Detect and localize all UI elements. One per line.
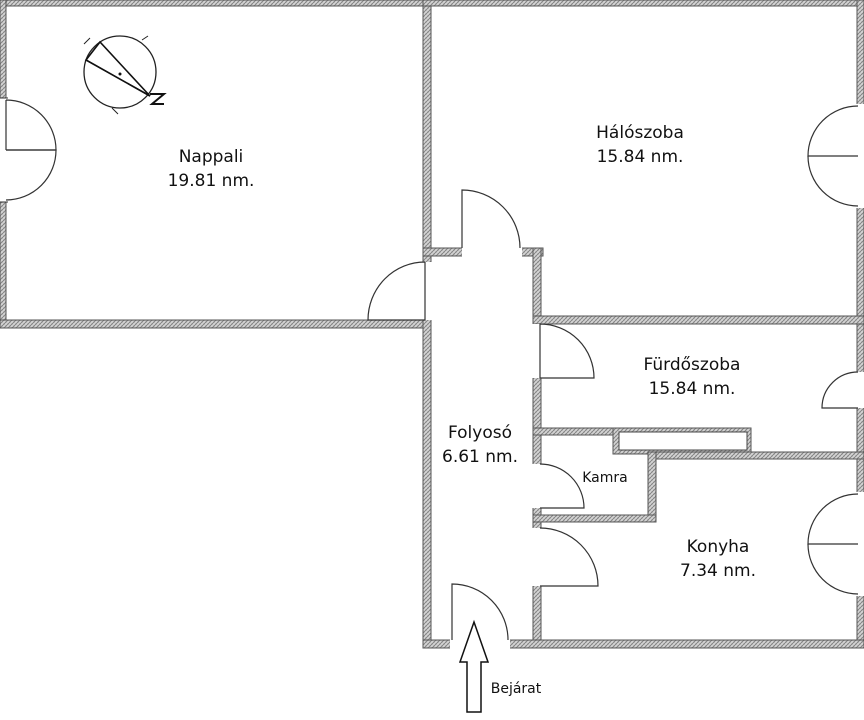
wall-bottom [422, 639, 864, 649]
wall-nappali-right [422, 0, 432, 649]
wall-nappali-top [0, 0, 431, 7]
room-furdoszoba-name: Fürdőszoba [644, 355, 741, 375]
furdo-door-leaf[interactable] [539, 323, 595, 379]
furdo-door-gap [532, 324, 542, 378]
room-konyha-name: Konyha [687, 537, 750, 557]
konyha-window-leaf-top[interactable] [807, 493, 859, 545]
entrance-door-leaf[interactable] [451, 583, 509, 641]
wall-kamra-top [532, 427, 616, 436]
wall-folyoso-right [532, 247, 542, 649]
konyha-window-leaf-bottom[interactable] [807, 543, 859, 595]
north-compass-icon [83, 35, 167, 115]
haloszoba-window-leaf-top[interactable] [807, 105, 859, 157]
wall-konyha-top [647, 451, 864, 460]
room-folyoso-area: 6.61 nm. [442, 447, 518, 467]
room-nappali-area: 19.81 nm. [168, 171, 255, 191]
haloszoba-door-gap [462, 247, 522, 257]
room-nappali-name: Nappali [179, 147, 244, 167]
wall-kamra-bottom [532, 514, 657, 523]
konyha-door-gap [532, 528, 542, 586]
room-labels: Nappali 19.81 nm. Hálószoba 15.84 nm. Fü… [168, 123, 756, 697]
room-haloszoba-name: Hálószoba [596, 123, 684, 143]
wall-nappali-bottom [0, 319, 431, 329]
room-furdoszoba-area: 15.84 nm. [649, 379, 736, 399]
nappali-window-gap [0, 98, 8, 202]
wall-kamra-right [647, 451, 657, 523]
konyha-door-leaf[interactable] [539, 527, 599, 587]
room-folyoso-name: Folyosó [448, 423, 512, 443]
room-konyha-area: 7.34 nm. [680, 561, 756, 581]
bath-niche [618, 431, 748, 451]
haloszoba-window-gap [856, 104, 864, 208]
konyha-window-gap [856, 492, 864, 596]
room-kamra-name: Kamra [582, 470, 628, 486]
wall-haloszoba-top [422, 0, 864, 7]
nappali-window-leaf-bottom[interactable] [5, 149, 57, 201]
furdo-window-leaf[interactable] [821, 371, 859, 409]
furdo-window-gap [856, 372, 864, 408]
nappali-door-gap [422, 262, 432, 320]
kamra-door-gap [532, 464, 542, 508]
nappali-window-leaf-top[interactable] [5, 99, 57, 151]
entrance-arrow-icon [458, 619, 490, 713]
haloszoba-window-leaf-bottom[interactable] [807, 155, 859, 207]
kamra-door-leaf[interactable] [539, 463, 585, 509]
wall-haloszoba-bottom [532, 315, 864, 325]
haloszoba-door-leaf[interactable] [461, 189, 521, 249]
room-haloszoba-area: 15.84 nm. [597, 147, 684, 167]
openings [0, 97, 864, 650]
nappali-door-leaf[interactable] [367, 261, 426, 321]
entrance-label: Bejárat [491, 681, 542, 697]
